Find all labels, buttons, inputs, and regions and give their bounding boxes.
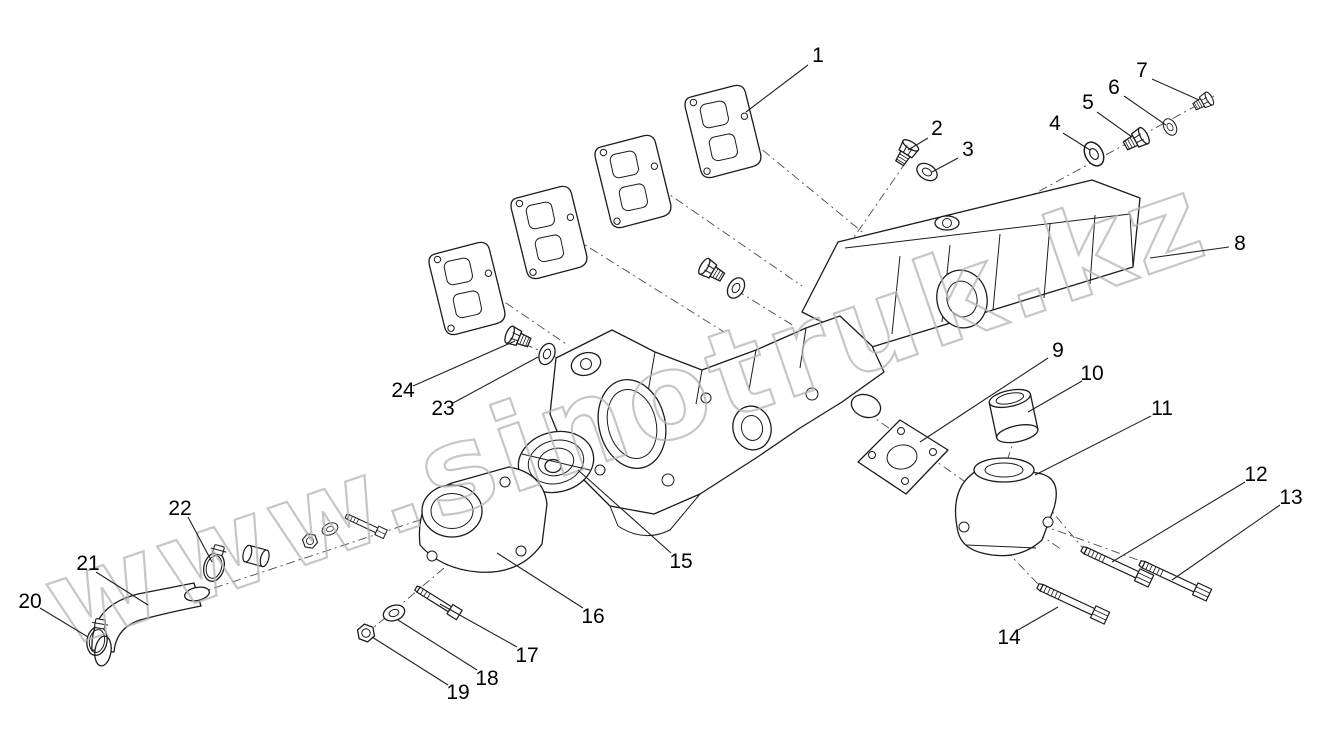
gasket-3 xyxy=(508,183,590,282)
callout-2: 2 xyxy=(931,117,943,140)
callout-7: 7 xyxy=(1136,59,1148,82)
callout-23: 23 xyxy=(431,397,454,420)
leader-line-9 xyxy=(919,357,1049,443)
leader-line-5 xyxy=(1096,111,1133,138)
callout-19: 19 xyxy=(446,681,469,704)
leader-line-17 xyxy=(439,603,518,648)
seal-ring-4 xyxy=(1079,138,1109,170)
leader-line-23 xyxy=(452,356,539,404)
leader-line-12 xyxy=(1111,481,1246,563)
leader-line-22 xyxy=(187,516,213,563)
callout-18: 18 xyxy=(475,667,498,690)
leader-line-3 xyxy=(931,157,959,173)
plug-2 xyxy=(891,136,921,169)
leader-line-19 xyxy=(371,636,449,686)
leader-line-13 xyxy=(1171,504,1281,581)
plug-7 xyxy=(1190,90,1216,114)
callout-10: 10 xyxy=(1080,362,1103,385)
callout-5: 5 xyxy=(1082,91,1094,114)
nut-19 xyxy=(354,621,378,645)
callout-14: 14 xyxy=(997,626,1021,649)
oil-cooler-housing xyxy=(801,179,1141,348)
callout-13: 13 xyxy=(1279,486,1302,509)
leader-line-7 xyxy=(1151,78,1200,101)
plug-24 xyxy=(502,324,534,352)
callout-24: 24 xyxy=(391,379,415,402)
leader-line-16 xyxy=(496,552,584,609)
callout-4: 4 xyxy=(1049,112,1061,135)
leader-line-15 xyxy=(577,469,672,554)
gasket-4 xyxy=(426,239,508,338)
thermostat-cover-16 xyxy=(418,466,548,573)
leader-line-10 xyxy=(1027,380,1083,413)
leader-line-6 xyxy=(1123,95,1167,126)
leader-line-18 xyxy=(397,619,478,671)
callout-21: 21 xyxy=(76,552,99,575)
connector-pipe-10 xyxy=(988,388,1039,444)
callout-12: 12 xyxy=(1244,463,1267,486)
leader-line-11 xyxy=(1034,415,1152,476)
leader-line-14 xyxy=(1017,606,1059,631)
callout-3: 3 xyxy=(962,138,974,161)
washer-18 xyxy=(380,601,408,625)
leader-line-4 xyxy=(1062,132,1091,151)
leader-line-2 xyxy=(907,137,929,151)
manifold-body xyxy=(549,315,885,537)
callout-15: 15 xyxy=(669,550,692,573)
plug-5 xyxy=(1120,125,1153,155)
gasket-1 xyxy=(682,82,764,181)
leader-line-24 xyxy=(412,340,516,387)
leader-line-21 xyxy=(95,571,149,606)
leader-line-8 xyxy=(1149,246,1230,259)
leader-line-1 xyxy=(745,64,809,113)
callout-6: 6 xyxy=(1108,76,1120,99)
callout-20: 20 xyxy=(18,590,41,613)
outlet-housing-11 xyxy=(954,457,1057,557)
callout-22: 22 xyxy=(168,497,191,520)
mid-plug-pair xyxy=(695,256,749,302)
washer-6 xyxy=(1159,115,1181,139)
callout-8: 8 xyxy=(1234,232,1246,255)
bolt-14 xyxy=(1034,579,1111,625)
thermostat-15 xyxy=(517,430,595,494)
bolt-17 xyxy=(412,582,463,621)
callout-1: 1 xyxy=(812,44,824,67)
callout-16: 16 xyxy=(581,605,604,628)
callout-17: 17 xyxy=(515,644,538,667)
callout-9: 9 xyxy=(1052,339,1064,362)
callout-11: 11 xyxy=(1151,397,1173,420)
gasket-2 xyxy=(592,132,674,231)
leader-line-20 xyxy=(39,607,89,638)
outlet-gasket-9 xyxy=(857,419,949,495)
exhaust-gaskets xyxy=(426,82,764,338)
washer-3 xyxy=(913,159,941,185)
